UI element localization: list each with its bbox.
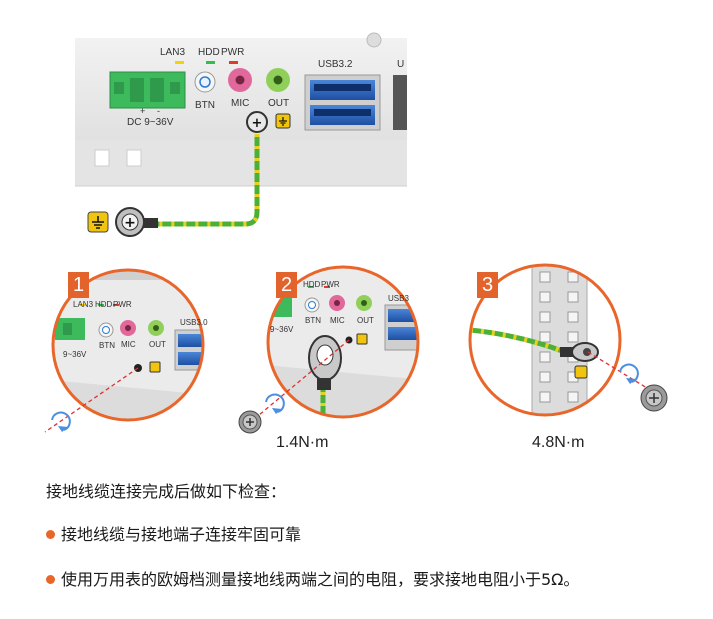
step-1-usb-label: USB3.0 [180, 318, 208, 327]
check-item-2-text: 使用万用表的欧姆档测量接地线两端之间的电阻，要求接地电阻小于5Ω。 [61, 570, 580, 589]
step-1-port-btn: BTN [99, 341, 115, 350]
dc-connector [109, 71, 186, 109]
usb-label-partial: U [397, 59, 405, 70]
step-3-badge: 3 [477, 272, 498, 298]
step-1-dc-label: 9~36V [63, 350, 87, 359]
step-1-led-lan3: LAN3 [73, 300, 94, 309]
step-2-dc-label: 9~36V [270, 325, 294, 334]
dc-minus-label: - [157, 106, 160, 116]
step-3-ring [468, 263, 622, 417]
step-2-led-hdd: HDD [303, 280, 321, 289]
rotate-arrow-icon [619, 363, 639, 383]
usb-label: USB3.2 [318, 59, 353, 70]
rotate-arrow-icon [265, 393, 285, 413]
check-intro: 接地线缆连接完成后做如下检查： [46, 482, 287, 501]
bullet-icon [46, 530, 55, 539]
ground-icon [87, 211, 109, 233]
bullet-icon [46, 575, 55, 584]
step-1-badge: 1 [68, 272, 89, 298]
led-label-pwr: PWR [221, 47, 245, 58]
dc-plus-label: + [140, 106, 146, 116]
port-label-btn: BTN [195, 100, 215, 111]
step-2-led-pwr: PWR [321, 280, 340, 289]
rotate-arrow-icon [51, 411, 71, 431]
screw-icon [238, 410, 262, 434]
port-label-out: OUT [268, 98, 290, 109]
check-item-1: 接地线缆与接地端子连接牢固可靠 [46, 521, 301, 545]
step-3-torque: 4.8N·m [532, 434, 585, 451]
step-1-port-mic: MIC [121, 340, 136, 349]
step-1-led-hdd: HDD [95, 300, 113, 309]
step-2-usb-label: USB3 [388, 294, 409, 303]
step-2-port-out: OUT [357, 316, 374, 325]
led-label-hdd: HDD [198, 47, 220, 58]
panel-ground-screw: + [246, 111, 268, 133]
ground-symbol-icon [275, 113, 291, 129]
check-item-2: 使用万用表的欧姆档测量接地线两端之间的电阻，要求接地电阻小于5Ω。 [46, 566, 579, 590]
step-diagrams [44, 263, 668, 434]
port-label-mic: MIC [231, 98, 250, 109]
step-2-ring [266, 265, 420, 419]
step-2-port-mic: MIC [330, 316, 345, 325]
step-2-port-btn: BTN [305, 316, 321, 325]
step-2-badge: 2 [276, 272, 297, 298]
svg-text:+: + [252, 116, 263, 131]
dc-voltage-label: DC 9~36V [127, 117, 174, 128]
step-1-port-out: OUT [149, 340, 166, 349]
svg-text:+: + [124, 215, 136, 231]
step-1-led-pwr: PWR [113, 300, 132, 309]
step-1-ring [51, 268, 205, 422]
screw-icon [640, 384, 668, 412]
device-front-panel-illustration: + + [75, 32, 407, 237]
led-label-lan3: LAN3 [160, 47, 186, 58]
usb-port-stack [304, 74, 381, 131]
step-2-torque: 1.4N·m [276, 434, 329, 451]
check-item-1-text: 接地线缆与接地端子连接牢固可靠 [61, 525, 302, 544]
